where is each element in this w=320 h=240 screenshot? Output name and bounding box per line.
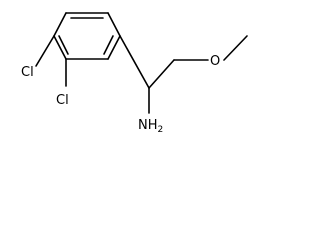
amine-label-subscript: 2 xyxy=(158,125,164,134)
structure-diagram: Cl Cl NH2 O xyxy=(0,0,259,134)
benzene-ring xyxy=(53,12,121,60)
amine-label-nh: NH xyxy=(138,118,158,133)
ring-double-bond-right xyxy=(103,35,114,55)
ring-bond-2 xyxy=(107,12,121,37)
chlorine-label-bottom: Cl xyxy=(56,93,69,108)
molecule-drawing: Cl Cl NH2 O xyxy=(21,12,248,134)
ring-bond-6 xyxy=(53,12,67,37)
ring-double-bond-left xyxy=(58,35,69,55)
amine-label: NH2 xyxy=(138,118,163,134)
chlorine-label-top: Cl xyxy=(21,65,34,80)
bond-ring-cl-top xyxy=(35,35,55,67)
oxygen-label: O xyxy=(210,54,220,69)
bond-ring-ch xyxy=(119,35,150,89)
bond-o-ch3 xyxy=(223,35,248,61)
ring-bond-3 xyxy=(107,35,121,60)
bond-ch-ch2 xyxy=(148,59,175,89)
ring-bond-5 xyxy=(53,35,67,60)
